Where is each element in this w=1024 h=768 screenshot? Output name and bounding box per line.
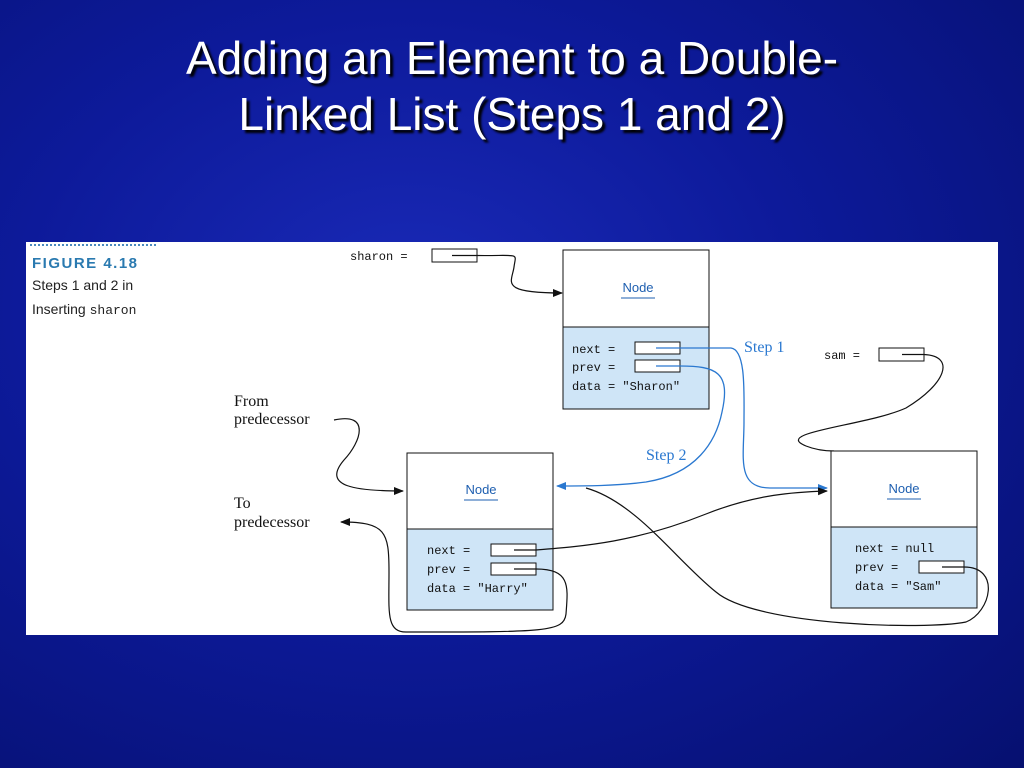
figure-label: FIGURE 4.18 bbox=[32, 255, 139, 272]
to-predecessor-line-2: predecessor bbox=[234, 514, 310, 531]
node-sam-header bbox=[830, 450, 978, 528]
node-sharon-prev-label: prev = bbox=[572, 361, 615, 375]
to-predecessor-arrow bbox=[340, 518, 568, 633]
slide-title-line-2: Linked List (Steps 1 and 2) bbox=[238, 88, 786, 140]
node-sharon-header bbox=[562, 249, 710, 328]
node-sharon-title: Node bbox=[622, 280, 653, 295]
var-sharon-label: sharon = bbox=[350, 250, 408, 264]
sam-prev-arrow bbox=[585, 487, 989, 627]
node-harry-next-label: next = bbox=[427, 544, 470, 558]
node-sam: Node next = null prev = data = "Sam" bbox=[830, 450, 978, 609]
harry-next-arrow bbox=[514, 487, 828, 551]
step2-arrow bbox=[556, 365, 726, 490]
linked-list-diagram: FIGURE 4.18 Steps 1 and 2 in Inserting s… bbox=[30, 244, 989, 633]
step2-label: Step 2 bbox=[646, 447, 686, 464]
node-sam-data: data = "Sam" bbox=[855, 580, 941, 594]
from-predecessor-line-2: predecessor bbox=[234, 411, 310, 428]
slide-title: Adding an Element to a Double- Linked Li… bbox=[0, 30, 1024, 142]
node-harry: Node next = prev = data = "Harry" bbox=[406, 452, 554, 611]
caption-line-1: Steps 1 and 2 in bbox=[32, 277, 133, 293]
node-sam-title: Node bbox=[888, 481, 919, 496]
node-harry-title: Node bbox=[465, 482, 496, 497]
from-predecessor-arrow bbox=[333, 418, 404, 495]
node-harry-prev-label: prev = bbox=[427, 563, 470, 577]
sharon-ref-arrow bbox=[452, 254, 563, 297]
node-sharon: Node next = prev = data = "Sharon" bbox=[562, 249, 710, 410]
step1-arrow bbox=[656, 347, 828, 492]
to-predecessor-line-1: To bbox=[234, 495, 251, 512]
slide-title-line-1: Adding an Element to a Double- bbox=[185, 32, 839, 84]
step1-label: Step 1 bbox=[744, 339, 784, 356]
node-sam-prev-label: prev = bbox=[855, 561, 898, 575]
figure-panel: FIGURE 4.18 Steps 1 and 2 in Inserting s… bbox=[26, 242, 998, 635]
node-harry-header bbox=[406, 452, 554, 530]
from-predecessor-line-1: From bbox=[234, 393, 269, 410]
node-sharon-data: data = "Sharon" bbox=[572, 380, 680, 394]
caption-line-2: Inserting sharon bbox=[32, 301, 136, 318]
sam-ref-arrow bbox=[797, 353, 944, 452]
node-sam-next-label: next = null bbox=[855, 542, 934, 556]
node-sharon-next-label: next = bbox=[572, 343, 615, 357]
var-sam-label: sam = bbox=[824, 349, 860, 363]
caption-line-2-code: sharon bbox=[90, 303, 137, 318]
node-harry-data: data = "Harry" bbox=[427, 582, 528, 596]
caption-line-2-text: Inserting bbox=[32, 301, 90, 317]
